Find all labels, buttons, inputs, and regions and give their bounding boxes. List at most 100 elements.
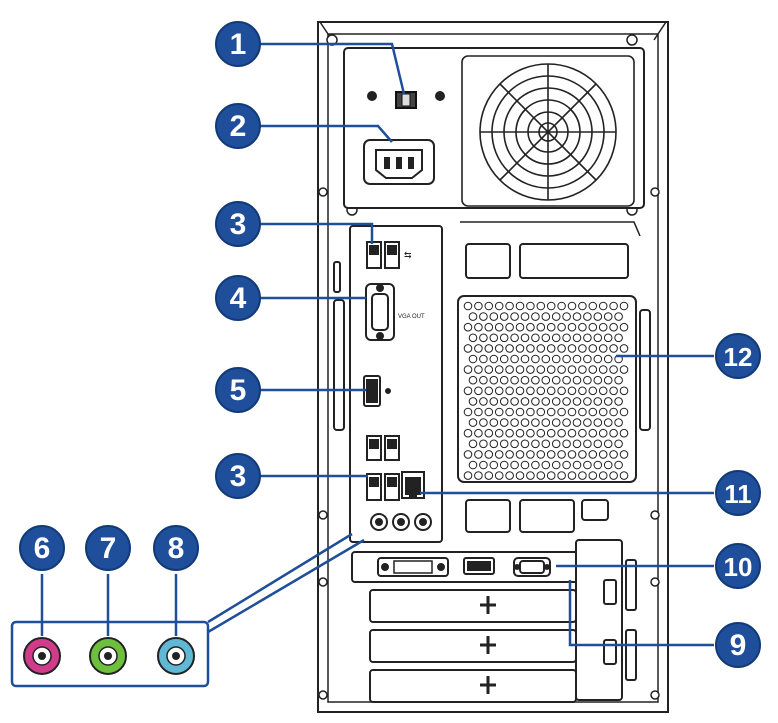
- vent-hole: [484, 344, 494, 353]
- vent-hole: [593, 333, 603, 343]
- vent-hole: [479, 333, 488, 343]
- ventilation-grille: [457, 295, 637, 483]
- vent-hole: [484, 471, 494, 480]
- vent-hole: [588, 450, 598, 459]
- vent-hole: [531, 418, 540, 427]
- vent-hole: [562, 439, 571, 449]
- vent-hole: [588, 344, 598, 353]
- vent-hole: [557, 301, 566, 311]
- vent-hole: [526, 450, 535, 459]
- vent-hole: [468, 460, 478, 470]
- vent-hole: [479, 418, 488, 427]
- vent-hole: [593, 375, 603, 385]
- vent-hole: [619, 471, 629, 480]
- vent-hole: [536, 450, 546, 459]
- vent-hole: [551, 375, 561, 385]
- vent-hole: [479, 354, 488, 364]
- vent-hole: [494, 301, 504, 311]
- vent-hole: [609, 386, 618, 396]
- vent-hole: [619, 301, 629, 311]
- vent-hole: [603, 375, 613, 385]
- vent-hole: [567, 407, 577, 417]
- vent-hole: [474, 450, 483, 459]
- vent-hole: [474, 365, 483, 374]
- vent-hole: [546, 386, 556, 396]
- vent-hole: [603, 460, 613, 470]
- vent-hole: [578, 344, 587, 353]
- callout-number: 3: [230, 208, 247, 241]
- vent-hole: [474, 407, 483, 417]
- vent-hole: [578, 471, 587, 480]
- vent-hole: [583, 312, 592, 321]
- vent-hole: [588, 407, 598, 417]
- vent-hole: [494, 428, 504, 438]
- callout-badge-9: 9: [715, 622, 761, 668]
- leader-lines: [40, 42, 714, 647]
- vent-hole: [520, 333, 530, 343]
- vent-hole: [557, 407, 566, 417]
- vent-hole: [510, 418, 519, 427]
- vent-hole: [572, 333, 582, 343]
- vent-hole: [531, 460, 540, 470]
- vent-hole: [526, 471, 535, 480]
- line-out-jack: [89, 637, 127, 675]
- vent-hole: [598, 365, 608, 374]
- vent-hole: [463, 322, 473, 332]
- vent-hole: [484, 407, 494, 417]
- vent-hole: [578, 365, 587, 374]
- vent-hole: [484, 322, 494, 332]
- vent-hole: [619, 344, 629, 353]
- vent-hole: [468, 418, 478, 427]
- vent-hole: [614, 333, 623, 343]
- vent-hole: [572, 460, 582, 470]
- lan-port: [401, 471, 425, 499]
- vent-hole: [541, 375, 551, 385]
- callout-badge-circle: [715, 543, 761, 589]
- callout-badge-6: 6: [19, 525, 65, 571]
- vent-hole: [619, 386, 629, 396]
- vent-hole: [494, 407, 504, 417]
- vent-hole: [619, 322, 629, 332]
- vent-hole: [598, 428, 608, 438]
- vent-hole: [505, 344, 514, 353]
- vent-hole: [551, 460, 561, 470]
- callout-badge-3a: 3: [215, 201, 261, 247]
- vent-hole: [603, 418, 613, 427]
- vent-hole: [515, 471, 525, 480]
- vent-hole: [598, 344, 608, 353]
- vent-hole: [603, 333, 613, 343]
- vent-hole: [536, 428, 546, 438]
- vent-hole: [609, 428, 618, 438]
- vent-hole: [578, 322, 587, 332]
- callout-badge-circle: [215, 453, 261, 499]
- usb-ports-top: ⇆: [366, 241, 412, 269]
- vent-hole: [541, 397, 551, 406]
- callout-badge-circle: [153, 525, 199, 571]
- vent-hole: [578, 386, 587, 396]
- vent-hole: [614, 312, 623, 321]
- vent-hole: [510, 333, 519, 343]
- vent-hole: [463, 344, 473, 353]
- vent-hole: [484, 450, 494, 459]
- vent-hole: [489, 333, 499, 343]
- vent-hole: [474, 428, 483, 438]
- vent-hole: [505, 407, 514, 417]
- vent-hole: [463, 386, 473, 396]
- vent-hole: [598, 407, 608, 417]
- vent-hole: [499, 375, 509, 385]
- vent-hole: [598, 450, 608, 459]
- vent-hole: [557, 322, 566, 332]
- vent-hole: [479, 460, 488, 470]
- vent-hole: [526, 386, 535, 396]
- callout-badge-10: 10: [715, 543, 761, 589]
- vent-hole: [567, 344, 577, 353]
- callout-badge-8: 8: [153, 525, 199, 571]
- vent-hole: [479, 439, 488, 449]
- vent-hole: [515, 322, 525, 332]
- callout-number: 8: [168, 532, 185, 565]
- vent-hole: [499, 439, 509, 449]
- vent-hole: [505, 322, 514, 332]
- vent-hole: [567, 322, 577, 332]
- vent-hole: [505, 365, 514, 374]
